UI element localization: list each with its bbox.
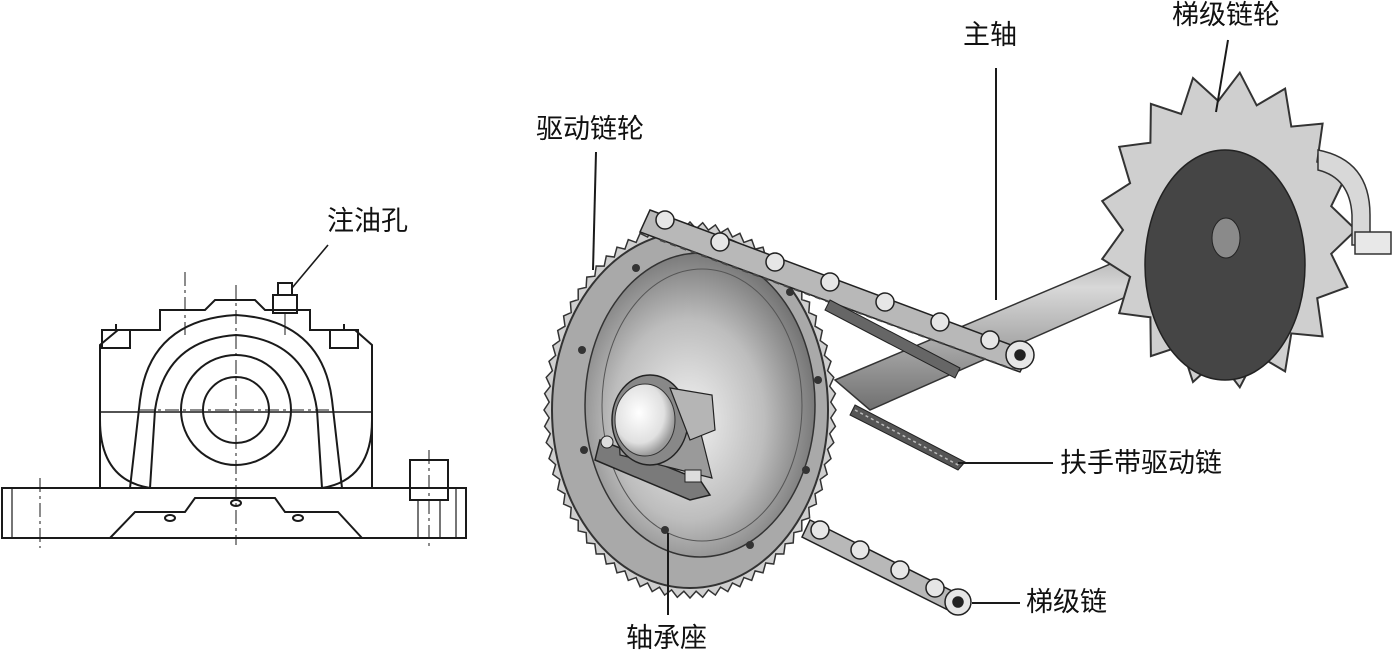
label-oil-hole: 注油孔 xyxy=(327,206,408,237)
step-sprocket xyxy=(1100,70,1392,390)
label-bearing-seat: 轴承座 xyxy=(626,623,707,654)
label-handrail-drive-chain: 扶手带驱动链 xyxy=(1060,448,1222,479)
leader-step-sprocket xyxy=(1215,39,1229,113)
handrail-drive-chain xyxy=(824,299,966,471)
leader-oil-hole xyxy=(291,244,329,289)
label-step-chain: 梯级链 xyxy=(1026,587,1107,618)
label-main-shaft: 主轴 xyxy=(963,20,1017,51)
bearing-seat-drawing xyxy=(1,244,467,550)
bearing-seat-3d xyxy=(594,374,716,501)
drive-assembly xyxy=(543,39,1392,616)
label-step-sprocket: 梯级链轮 xyxy=(1172,0,1280,31)
base-plate xyxy=(1,487,467,539)
lower-web xyxy=(109,497,363,539)
label-drive-sprocket: 驱动链轮 xyxy=(536,114,644,145)
step-chain-lower xyxy=(801,518,972,616)
cap-bolt-right xyxy=(329,329,359,349)
leader-drive-sprocket xyxy=(592,151,597,271)
